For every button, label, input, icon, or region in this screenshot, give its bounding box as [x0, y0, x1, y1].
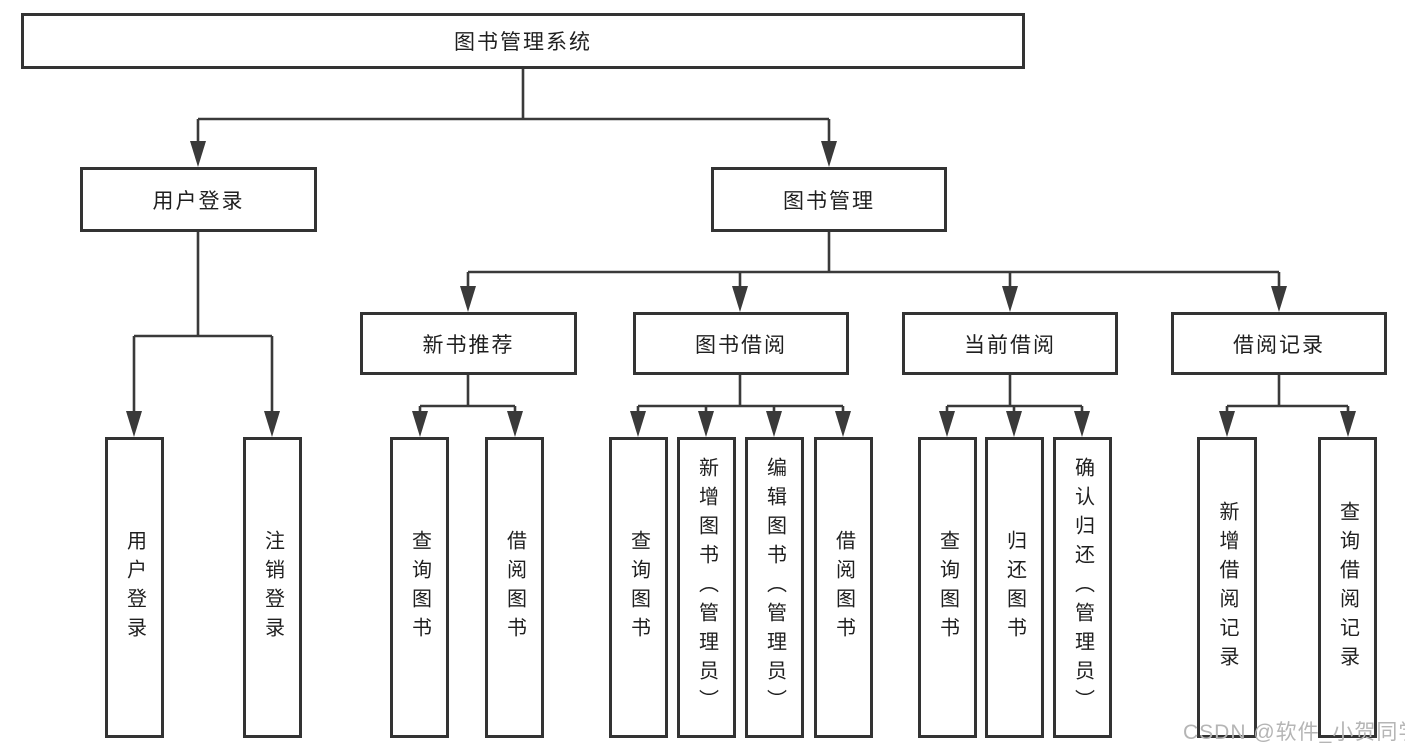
- leaf-confirm-return-admin: 确认归还（管理员）: [1053, 437, 1112, 738]
- leaf-query-borrow-record-label: 查询借阅记录: [1336, 500, 1359, 675]
- leaf-logout-label: 注销登录: [261, 529, 284, 646]
- leaf-query-books-2-label: 查询图书: [627, 529, 650, 646]
- leaf-edit-books-admin: 编辑图书（管理员）: [745, 437, 804, 738]
- node-new-books-label: 新书推荐: [422, 333, 515, 357]
- node-borrow-records-label: 借阅记录: [1233, 333, 1325, 357]
- leaf-borrow-books-1: 借阅图书: [485, 437, 544, 738]
- leaf-query-borrow-record: 查询借阅记录: [1318, 437, 1377, 738]
- connector-borrow-records-to-leaves: [1219, 375, 1356, 437]
- connector-current-borrowing-to-leaves: [939, 375, 1090, 437]
- connector-user-login-to-leaves: [126, 232, 280, 437]
- leaf-query-books-1: 查询图书: [390, 437, 449, 738]
- leaf-add-borrow-record-label: 新增借阅记录: [1216, 500, 1238, 675]
- node-user-login: 用户登录: [80, 167, 317, 232]
- node-current-borrowing: 当前借阅: [902, 312, 1118, 375]
- leaf-borrow-books-2-label: 借阅图书: [832, 529, 855, 646]
- connector-root-to-level2: [190, 69, 837, 167]
- leaf-query-books-1-label: 查询图书: [408, 529, 431, 646]
- node-new-books: 新书推荐: [360, 312, 577, 375]
- connector-new-books-to-leaves: [412, 375, 523, 437]
- leaf-logout: 注销登录: [243, 437, 302, 738]
- leaf-user-login: 用户登录: [105, 437, 164, 738]
- leaf-query-books-2: 查询图书: [609, 437, 668, 738]
- node-root-label: 图书管理系统: [454, 31, 592, 54]
- leaf-borrow-books-2: 借阅图书: [814, 437, 873, 738]
- node-root: 图书管理系统: [21, 13, 1025, 69]
- connector-book-borrowing-to-leaves: [630, 375, 851, 437]
- leaf-return-books-label: 归还图书: [1003, 529, 1026, 646]
- connector-book-management-to-level3: [460, 232, 1287, 312]
- leaf-borrow-books-1-label: 借阅图书: [503, 529, 526, 646]
- node-book-management: 图书管理: [711, 167, 947, 232]
- leaf-edit-books-admin-label: 编辑图书（管理员）: [763, 457, 786, 718]
- leaf-add-borrow-record: 新增借阅记录: [1197, 437, 1257, 738]
- node-book-borrowing-label: 图书借阅: [695, 333, 787, 357]
- node-book-management-label: 图书管理: [783, 189, 875, 213]
- node-book-borrowing: 图书借阅: [633, 312, 849, 375]
- leaf-user-login-label: 用户登录: [123, 529, 146, 646]
- leaf-confirm-return-admin-label: 确认归还（管理员）: [1071, 457, 1094, 718]
- leaf-add-books-admin-label: 新增图书（管理员）: [695, 457, 718, 718]
- leaf-query-books-3-label: 查询图书: [936, 529, 959, 646]
- watermark: CSDN @软件_小贺同学: [1183, 721, 1405, 744]
- node-current-borrowing-label: 当前借阅: [964, 333, 1056, 357]
- leaf-add-books-admin: 新增图书（管理员）: [677, 437, 736, 738]
- node-borrow-records: 借阅记录: [1171, 312, 1387, 375]
- leaf-query-books-3: 查询图书: [918, 437, 977, 738]
- leaf-return-books: 归还图书: [985, 437, 1044, 738]
- node-user-login-label: 用户登录: [152, 189, 245, 213]
